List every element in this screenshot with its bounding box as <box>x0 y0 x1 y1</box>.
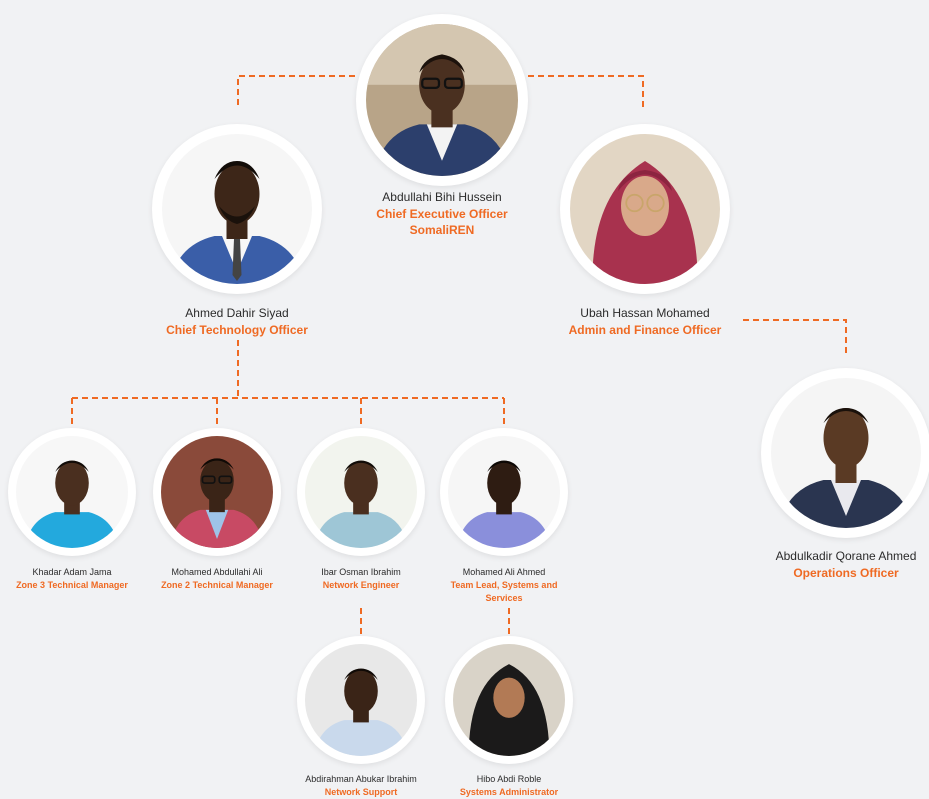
person-name: Hibo Abdi Roble <box>476 774 542 784</box>
avatar-neteng <box>305 436 417 548</box>
person-role: Team Lead, Systems and Services <box>450 580 558 603</box>
avatar-ceo <box>366 24 518 176</box>
person-name: Abdulkadir Qorane Ahmed <box>775 549 917 563</box>
avatar-netsupport <box>305 644 417 756</box>
avatar-sysadmin <box>453 644 565 756</box>
person-role: Operations Officer <box>793 566 899 580</box>
avatar-teamlead <box>448 436 560 548</box>
person-name: Ubah Hassan Mohamed <box>580 306 710 320</box>
avatar-afo <box>570 134 720 284</box>
person-role: Network Engineer <box>322 580 400 590</box>
person-name: Abdirahman Abukar Ibrahim <box>305 774 417 784</box>
person-name: Khadar Adam Jama <box>32 567 112 577</box>
avatar-zone3 <box>16 436 128 548</box>
person-role: Systems Administrator <box>459 787 559 797</box>
person-name: Abdullahi Bihi Hussein <box>382 190 502 204</box>
person-name: Ibar Osman Ibrahim <box>321 567 401 577</box>
organization-name: SomaliREN <box>409 223 475 237</box>
person-role: Admin and Finance Officer <box>568 323 722 337</box>
afo-to-ops-line <box>743 319 847 355</box>
person-name: Ahmed Dahir Siyad <box>185 306 289 320</box>
person-name: Mohamed Ali Ahmed <box>462 567 546 577</box>
avatar-ops <box>771 378 921 528</box>
person-role: Chief Executive Officer <box>376 207 508 221</box>
ceo-to-cto-line <box>237 75 355 108</box>
person-role: Chief Technology Officer <box>166 323 308 337</box>
avatar-cto <box>162 134 312 284</box>
avatar-zone2 <box>161 436 273 548</box>
person-role: Zone 3 Technical Manager <box>16 580 128 590</box>
person-role: Zone 2 Technical Manager <box>161 580 273 590</box>
ceo-to-afo-line <box>528 75 644 110</box>
person-name: Mohamed Abdullahi Ali <box>171 567 263 577</box>
person-role: Network Support <box>324 787 398 797</box>
